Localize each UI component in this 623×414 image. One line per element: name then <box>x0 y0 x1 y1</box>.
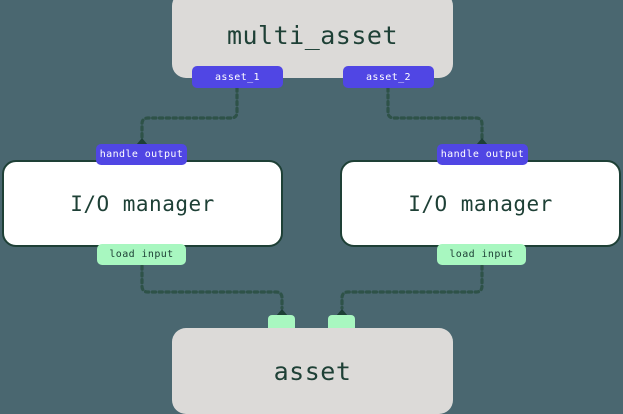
input-handle-left-handle-output-label: handle output <box>99 149 184 160</box>
output-handle-asset-2[interactable]: asset_2 <box>343 66 434 88</box>
output-handle-left-load-input-label: load input <box>109 249 174 260</box>
output-handle-right-load-input[interactable]: load input <box>437 244 526 265</box>
node-iomanager-right[interactable]: I/O manager <box>340 160 621 247</box>
node-asset[interactable]: asset <box>172 328 453 414</box>
node-iomanager-left[interactable]: I/O manager <box>2 160 283 247</box>
input-handle-right-handle-output-label: handle output <box>440 149 525 160</box>
output-handle-right-load-input-label: load input <box>449 249 514 260</box>
node-iomanager-left-label: I/O manager <box>70 191 215 216</box>
edge-asset2-to-right-iomanager <box>386 86 484 140</box>
edge-right-iomanager-to-asset <box>340 264 484 310</box>
output-handle-left-load-input[interactable]: load input <box>97 244 186 265</box>
input-handle-left-handle-output[interactable]: handle output <box>96 144 187 165</box>
input-handle-right-handle-output[interactable]: handle output <box>437 144 528 165</box>
node-multi-asset-label: multi_asset <box>226 20 399 50</box>
node-multi-asset[interactable]: multi_asset <box>172 0 453 78</box>
node-asset-label: asset <box>273 356 352 386</box>
node-iomanager-right-label: I/O manager <box>408 191 553 216</box>
edge-asset1-to-left-iomanager <box>140 86 239 140</box>
output-handle-asset-1-label: asset_1 <box>215 71 260 83</box>
output-handle-asset-2-label: asset_2 <box>366 71 411 83</box>
output-handle-asset-1[interactable]: asset_1 <box>192 66 283 88</box>
edge-left-iomanager-to-asset <box>140 264 284 310</box>
